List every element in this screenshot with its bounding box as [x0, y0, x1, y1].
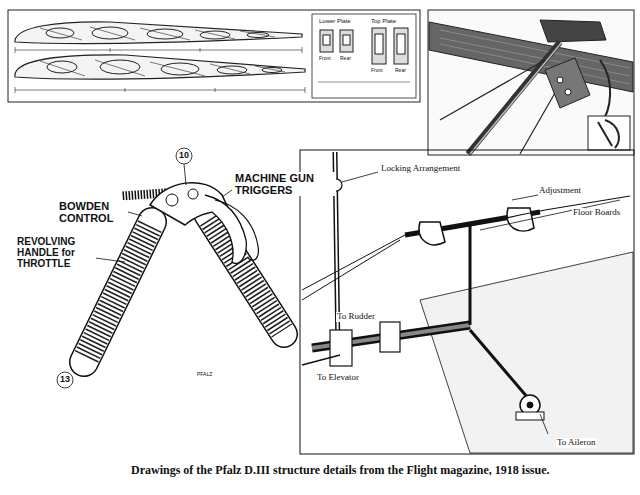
part-label: BOWDEN CONTROL — [58, 200, 126, 224]
part-label: Front — [318, 56, 332, 62]
part-label: Top Plate — [370, 18, 397, 25]
part-label: Front — [370, 68, 384, 74]
part-label: Rear — [394, 68, 407, 74]
part-label: To Rudder — [336, 312, 376, 322]
part-label: MACHINE GUN TRIGGERS — [234, 172, 336, 196]
cockpit-controls — [300, 150, 634, 454]
part-label: PFALZ — [196, 372, 213, 378]
part-label: To Aileron — [556, 438, 597, 448]
part-label: Rear — [339, 56, 352, 62]
part-label: 10 — [178, 151, 190, 161]
part-label: 13 — [59, 375, 71, 385]
part-label: REVOLVING HANDLE for THROTTLE — [16, 236, 96, 269]
wing-rib-drawing — [8, 10, 420, 102]
part-label: Floor Boards — [572, 208, 621, 218]
strut-fitting-detail — [428, 10, 634, 155]
part-label: To Elevator — [316, 373, 360, 383]
part-label: Locking Arrangement — [380, 164, 461, 174]
figure-caption: Drawings of the Pfalz D.III structure de… — [130, 464, 551, 477]
part-label: Lower Plate — [318, 18, 352, 25]
part-label: Adjustment — [538, 186, 582, 196]
